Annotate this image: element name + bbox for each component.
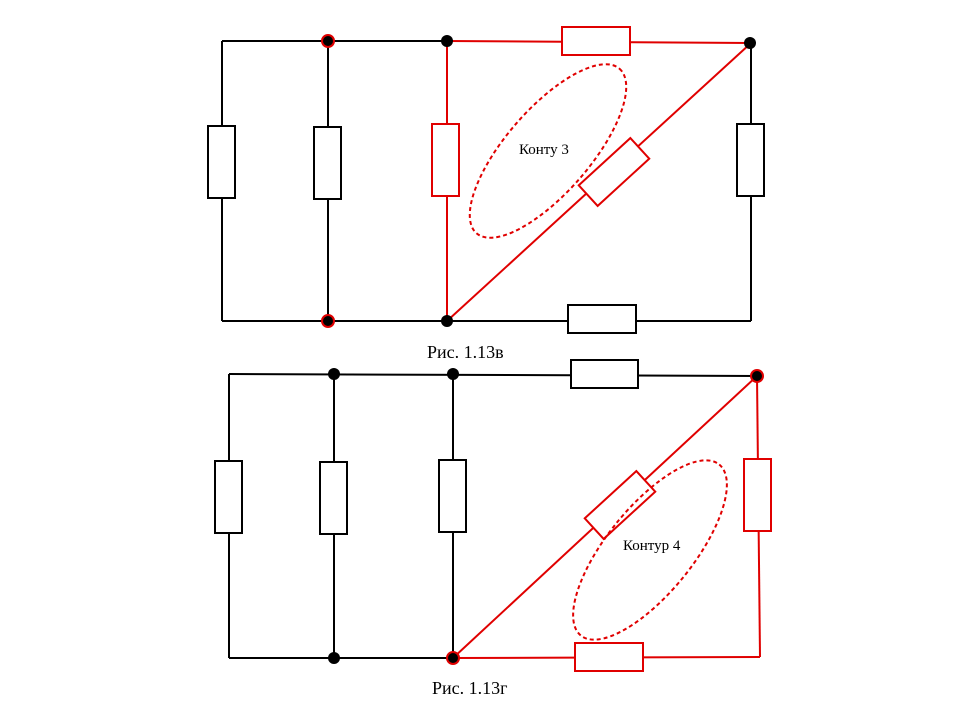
resistor-bottom-horizontal	[574, 642, 644, 672]
resistor-r2	[313, 126, 342, 200]
node-top-left-branch2	[321, 34, 335, 48]
circuit-diagram-1-13v: Конту 3 Рис. 1.13в	[207, 26, 765, 362]
resistor-r3	[438, 459, 467, 533]
node-bottom-branch3	[446, 651, 460, 665]
loop3-label: Конту 3	[519, 142, 569, 158]
node-bottom-left-branch2	[321, 314, 335, 328]
loop4-ellipse	[572, 459, 728, 641]
resistor-bottom-horizontal	[567, 304, 637, 334]
figure-caption-1-13g: Рис. 1.13г	[432, 678, 508, 698]
circuit-diagram-1-13g: Контур 4 Рис. 1.13г	[214, 359, 772, 698]
loop4-label: Контур 4	[623, 538, 681, 554]
figure-caption-1-13v: Рис. 1.13в	[427, 342, 504, 362]
resistor-r1	[207, 125, 236, 199]
resistor-top-horizontal	[561, 26, 631, 56]
resistor-top-horizontal	[570, 359, 639, 389]
node-top-right	[750, 369, 764, 383]
node-top-middle	[441, 35, 453, 47]
resistor-r3	[431, 123, 460, 197]
resistor-right-vertical	[743, 458, 772, 532]
resistor-diagonal	[583, 469, 657, 541]
node-top-branch2	[328, 368, 340, 380]
loop3-ellipse	[468, 63, 628, 239]
node-bottom-middle	[441, 315, 453, 327]
node-top-branch3	[447, 368, 459, 380]
node-top-right	[744, 37, 756, 49]
resistor-r1	[214, 460, 243, 534]
resistor-r2	[319, 461, 348, 535]
resistor-right-vertical	[736, 123, 765, 197]
node-bottom-branch2	[328, 652, 340, 664]
resistor-diagonal	[577, 136, 651, 208]
wire-top-rail	[228, 373, 758, 377]
